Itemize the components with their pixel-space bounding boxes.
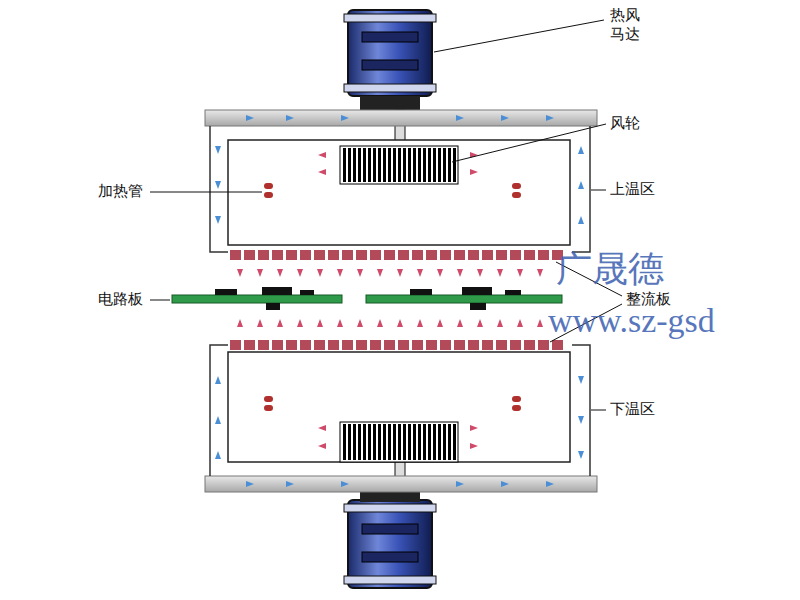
lower-zone-housing bbox=[205, 345, 597, 492]
hot-air-motor bbox=[344, 10, 436, 150]
part-label: 上温区 bbox=[610, 180, 655, 199]
part-label: 下温区 bbox=[610, 400, 655, 419]
hot-air-motor bbox=[344, 450, 436, 588]
part-label: 电路板 bbox=[98, 290, 143, 309]
circuit-board bbox=[172, 287, 562, 310]
part-label: 热风 马达 bbox=[610, 6, 645, 44]
leader-line bbox=[150, 20, 622, 410]
part-label: 风轮 bbox=[610, 114, 640, 133]
part-label: 加热管 bbox=[98, 182, 143, 201]
watermark: www.sz-gsd bbox=[548, 302, 715, 340]
fan-wheel bbox=[340, 146, 458, 184]
watermark: 广晟德 bbox=[556, 245, 664, 294]
upper-zone-housing bbox=[205, 110, 597, 252]
fan-wheel bbox=[340, 422, 458, 462]
